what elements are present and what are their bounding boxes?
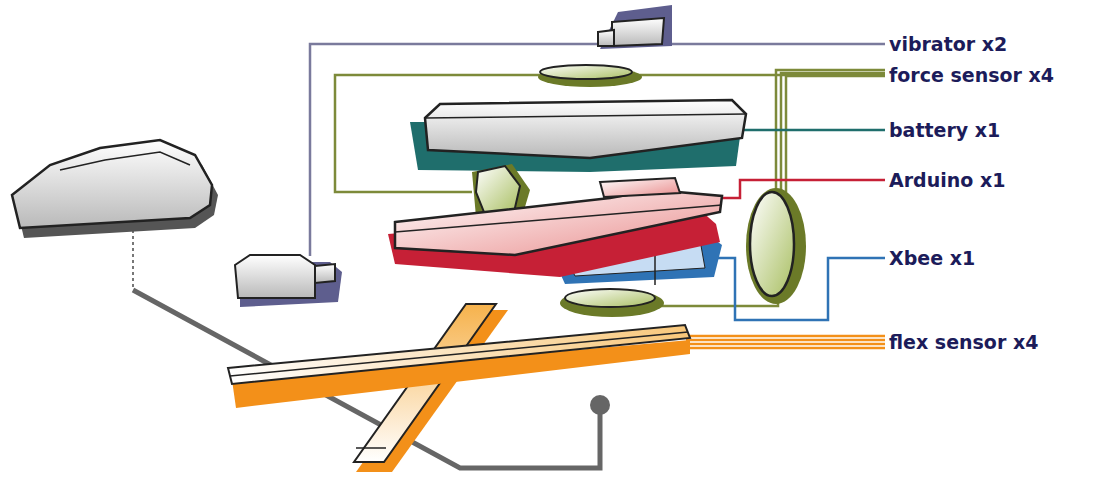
leader-line (786, 76, 885, 192)
arduino-board (395, 190, 722, 255)
leader-line (335, 75, 885, 192)
force-sensor-shadow (746, 188, 806, 304)
leader-lines (310, 44, 885, 348)
flex-sensor-edge (230, 332, 688, 376)
force-sensor (476, 166, 520, 212)
arduino-component (600, 178, 680, 197)
force-sensor (565, 289, 655, 307)
part-label: Xbee x1 (889, 247, 975, 269)
flex-sensor-edge (356, 447, 386, 449)
wire-end (590, 395, 610, 415)
flex-sensor (228, 325, 690, 384)
arduino-edge (395, 205, 722, 232)
part-label: flex sensor x4 (889, 331, 1038, 353)
force-sensor (540, 65, 632, 79)
battery (425, 100, 746, 158)
battery-edge (425, 114, 746, 118)
vibrator-knob (598, 30, 614, 46)
leader-line (686, 339, 885, 342)
vibrator-knob (315, 264, 335, 283)
part-label: vibrator x2 (889, 33, 1007, 55)
part-label: battery x1 (889, 119, 1000, 141)
glove-shell (12, 140, 212, 228)
part-label: force sensor x4 (889, 64, 1054, 86)
part-label: Arduino x1 (889, 169, 1005, 191)
leader-line (686, 343, 885, 346)
leader-line (686, 335, 885, 338)
force-sensor-shadow (560, 289, 664, 317)
glove-edge (60, 152, 190, 170)
leader-line (781, 73, 885, 192)
vibrator-body (612, 18, 664, 46)
force-sensor (750, 192, 794, 296)
leader-line (660, 296, 778, 306)
leader-line (686, 347, 885, 350)
leader-line (740, 129, 885, 132)
vibrator-body (235, 255, 315, 298)
leader-line (718, 180, 885, 198)
